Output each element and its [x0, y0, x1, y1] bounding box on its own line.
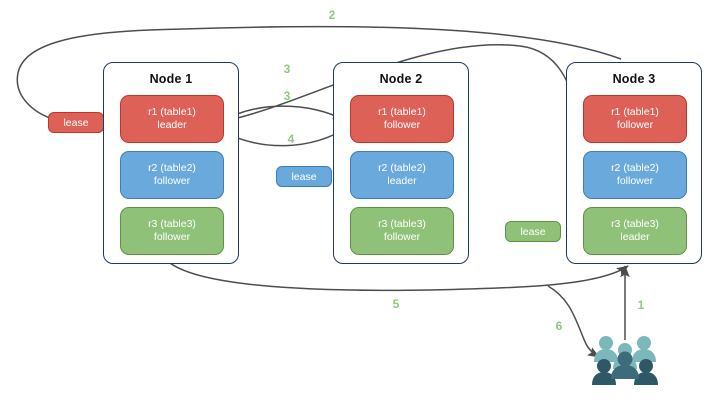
replica-node1-r1[interactable]: r1 (table1) leader — [120, 95, 224, 143]
step-label-1: 1 — [637, 298, 645, 312]
replica-role: follower — [153, 175, 191, 187]
arrow-step-5 — [169, 262, 629, 292]
step-label-3-lower: 3 — [283, 89, 291, 103]
replica-name: r1 (table1) — [611, 106, 659, 118]
replica-role: leader — [620, 231, 650, 243]
replica-role: follower — [616, 175, 654, 187]
arrow-step-6 — [547, 285, 600, 358]
replica-role: follower — [383, 231, 421, 243]
replica-role: follower — [616, 119, 654, 131]
step-label-3-upper: 3 — [283, 62, 291, 76]
replica-name: r3 (table3) — [611, 218, 659, 230]
replica-name: r2 (table2) — [378, 162, 426, 174]
replica-node2-r2[interactable]: r2 (table2) leader — [350, 151, 454, 199]
replica-role: follower — [383, 119, 421, 131]
lease-box-r2[interactable]: lease — [276, 166, 332, 187]
replica-name: r2 (table2) — [611, 162, 659, 174]
node-container-node2[interactable]: Node 2 r1 (table1) follower r2 (table2) … — [333, 62, 469, 264]
arrow-step-2 — [16, 25, 622, 124]
replica-node3-r1[interactable]: r1 (table1) follower — [583, 95, 687, 143]
users-icon — [592, 336, 658, 385]
node-title: Node 1 — [149, 72, 193, 86]
replica-role: leader — [387, 175, 417, 187]
lease-box-r3[interactable]: lease — [505, 221, 561, 242]
node-title: Node 2 — [379, 72, 423, 86]
replica-node3-r2[interactable]: r2 (table2) follower — [583, 151, 687, 199]
replica-node1-r2[interactable]: r2 (table2) follower — [120, 151, 224, 199]
lease-label: lease — [63, 116, 89, 129]
step-label-2: 2 — [328, 8, 336, 22]
replica-name: r2 (table2) — [148, 162, 196, 174]
replica-name: r1 (table1) — [148, 106, 196, 118]
lease-box-r1[interactable]: lease — [48, 112, 104, 133]
replica-name: r1 (table1) — [378, 106, 426, 118]
replica-node2-r1[interactable]: r1 (table1) follower — [350, 95, 454, 143]
replica-node1-r3[interactable]: r3 (table3) follower — [120, 207, 224, 255]
node-container-node1[interactable]: Node 1 r1 (table1) leader r2 (table2) fo… — [103, 62, 239, 264]
replica-role: follower — [153, 231, 191, 243]
step-label-6: 6 — [555, 319, 563, 333]
lease-label: lease — [291, 170, 317, 183]
node-title: Node 3 — [612, 72, 656, 86]
replica-role: leader — [157, 119, 187, 131]
node-container-node3[interactable]: Node 3 r1 (table1) follower r2 (table2) … — [566, 62, 702, 264]
replica-node2-r3[interactable]: r3 (table3) follower — [350, 207, 454, 255]
lease-label: lease — [520, 225, 546, 238]
replica-name: r3 (table3) — [148, 218, 196, 230]
replica-name: r3 (table3) — [378, 218, 426, 230]
arrow-step-3-upper — [218, 44, 580, 123]
step-label-5: 5 — [392, 297, 400, 311]
step-label-4: 4 — [287, 132, 295, 146]
replica-node3-r3[interactable]: r3 (table3) leader — [583, 207, 687, 255]
